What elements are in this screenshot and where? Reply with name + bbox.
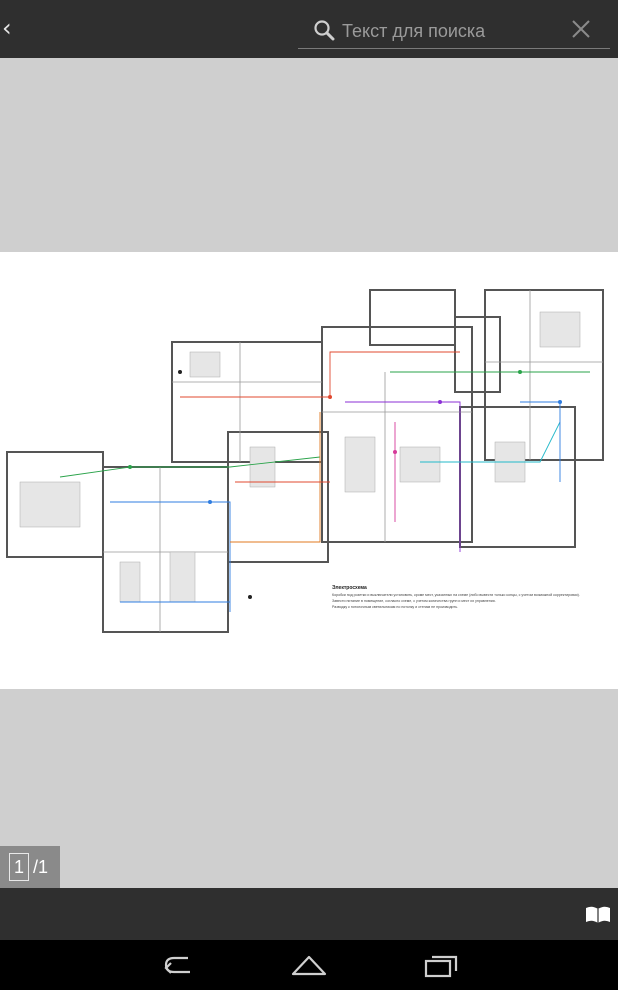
total-pages: /1 xyxy=(33,856,49,877)
back-button[interactable]: ‹ xyxy=(2,14,12,42)
plan-note-2: Завести питание в помещение, согласно сх… xyxy=(332,599,496,603)
current-page-box[interactable]: 1 xyxy=(9,853,29,881)
nav-home-icon[interactable] xyxy=(290,952,328,978)
book-icon[interactable] xyxy=(584,904,612,926)
top-toolbar: ‹ xyxy=(0,0,618,58)
plan-note-1: Коробки под розетки и выключатели устано… xyxy=(332,593,580,597)
search-input[interactable] xyxy=(340,16,564,46)
plan-note-3: Разводку к потолочным светильникам по по… xyxy=(332,605,458,609)
nav-back-icon[interactable] xyxy=(160,952,198,978)
document-page[interactable]: Электросхема Коробки под розетки и выклю… xyxy=(0,252,618,689)
close-icon[interactable] xyxy=(570,18,592,40)
search-bar xyxy=(298,10,610,49)
floor-plan-drawing: Электросхема Коробки под розетки и выклю… xyxy=(6,289,604,633)
search-icon xyxy=(314,20,335,41)
system-nav-bar xyxy=(0,940,618,990)
bottom-toolbar xyxy=(0,888,618,940)
plan-heading: Электросхема xyxy=(332,585,367,591)
page-indicator[interactable]: 1 /1 xyxy=(0,846,60,888)
nav-recent-apps-icon[interactable] xyxy=(423,952,461,978)
